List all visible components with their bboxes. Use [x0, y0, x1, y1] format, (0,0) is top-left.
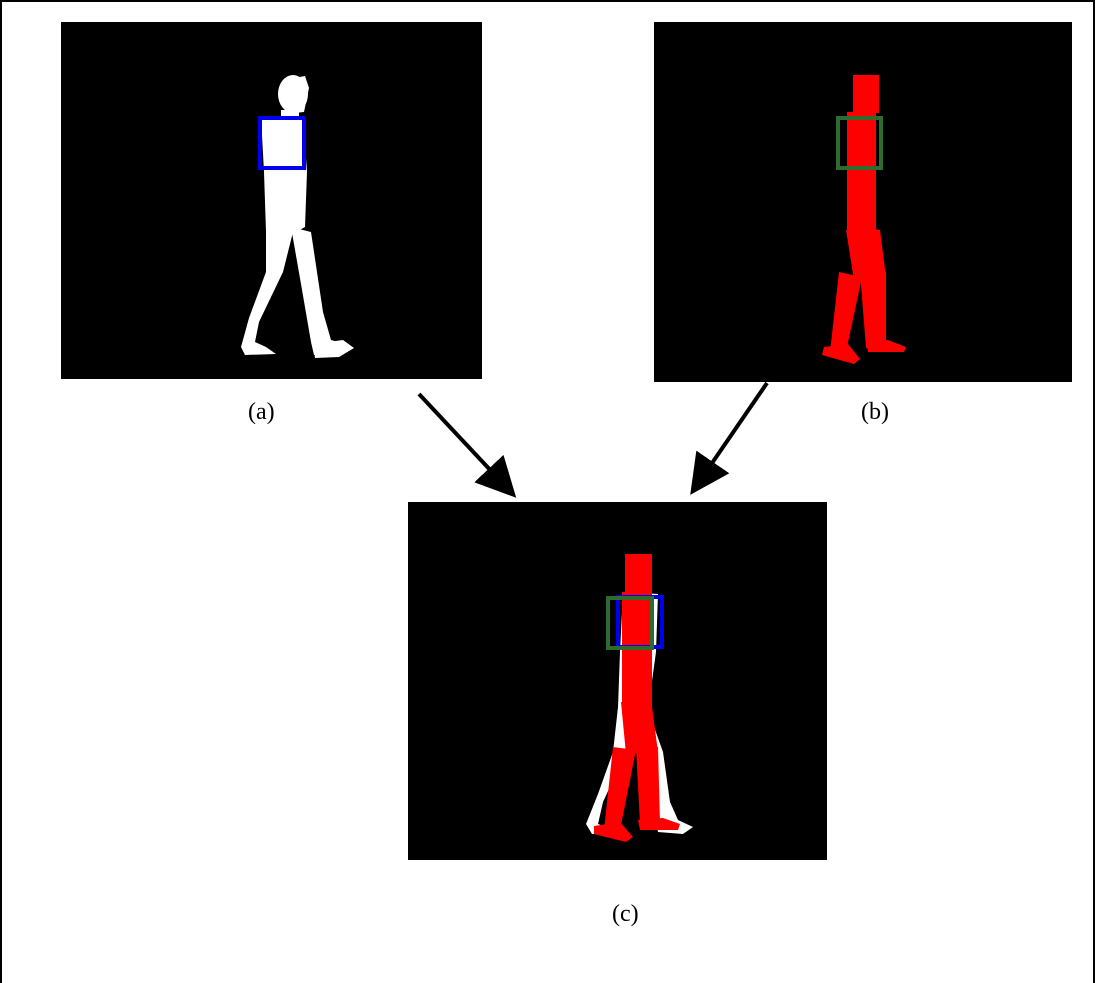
caption-c: (c)	[612, 901, 639, 927]
caption-b: (b)	[861, 399, 889, 425]
silhouette-image	[241, 75, 354, 358]
arrow-a-to-c	[417, 392, 517, 498]
blue-box	[258, 116, 306, 170]
overlay-panel	[408, 502, 827, 860]
red-model	[822, 75, 906, 364]
green-box	[606, 596, 654, 650]
red-model-overlay	[594, 554, 680, 842]
green-box	[836, 116, 883, 170]
silhouette-panel	[61, 22, 482, 379]
caption-a: (a)	[248, 399, 275, 425]
model-panel	[654, 22, 1072, 382]
arrow-b-to-c	[690, 381, 769, 495]
model-image	[822, 75, 906, 364]
white-silhouette	[241, 75, 354, 358]
overlay-image	[586, 554, 693, 842]
